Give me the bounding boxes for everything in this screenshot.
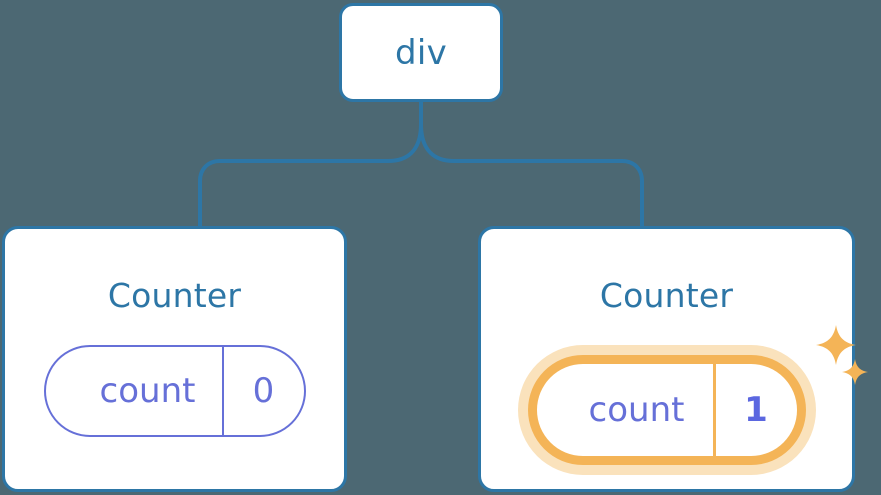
- counter-left-state-pill[interactable]: count 0: [43, 345, 306, 437]
- counter-right-state-wrap: count 1: [517, 325, 868, 475]
- state-highlight-glow: count 1: [517, 345, 816, 475]
- node-counter-left[interactable]: Counter count 0: [2, 226, 347, 492]
- node-counter-right[interactable]: Counter count 1: [478, 226, 868, 492]
- node-div-label: div: [394, 32, 448, 73]
- counter-left-state-wrap: count 0: [43, 345, 306, 437]
- counter-left-state-value: 0: [221, 347, 304, 435]
- node-div[interactable]: div: [339, 3, 503, 102]
- counter-right-state-value: 1: [712, 364, 797, 456]
- state-highlight-ring: count 1: [527, 355, 806, 465]
- counter-left-title: Counter: [107, 276, 242, 315]
- counter-left-state-key: count: [99, 371, 196, 411]
- sparkle-group: [812, 323, 874, 409]
- counter-right-state-key: count: [588, 390, 685, 430]
- sparkle-small-icon: [841, 359, 868, 385]
- connector-to-left-counter: [198, 99, 423, 231]
- counter-right-title: Counter: [599, 276, 734, 315]
- sparkle-large-icon: [815, 325, 856, 365]
- connector-to-right-counter: [419, 99, 644, 231]
- counter-right-state-pill[interactable]: count 1: [536, 364, 797, 456]
